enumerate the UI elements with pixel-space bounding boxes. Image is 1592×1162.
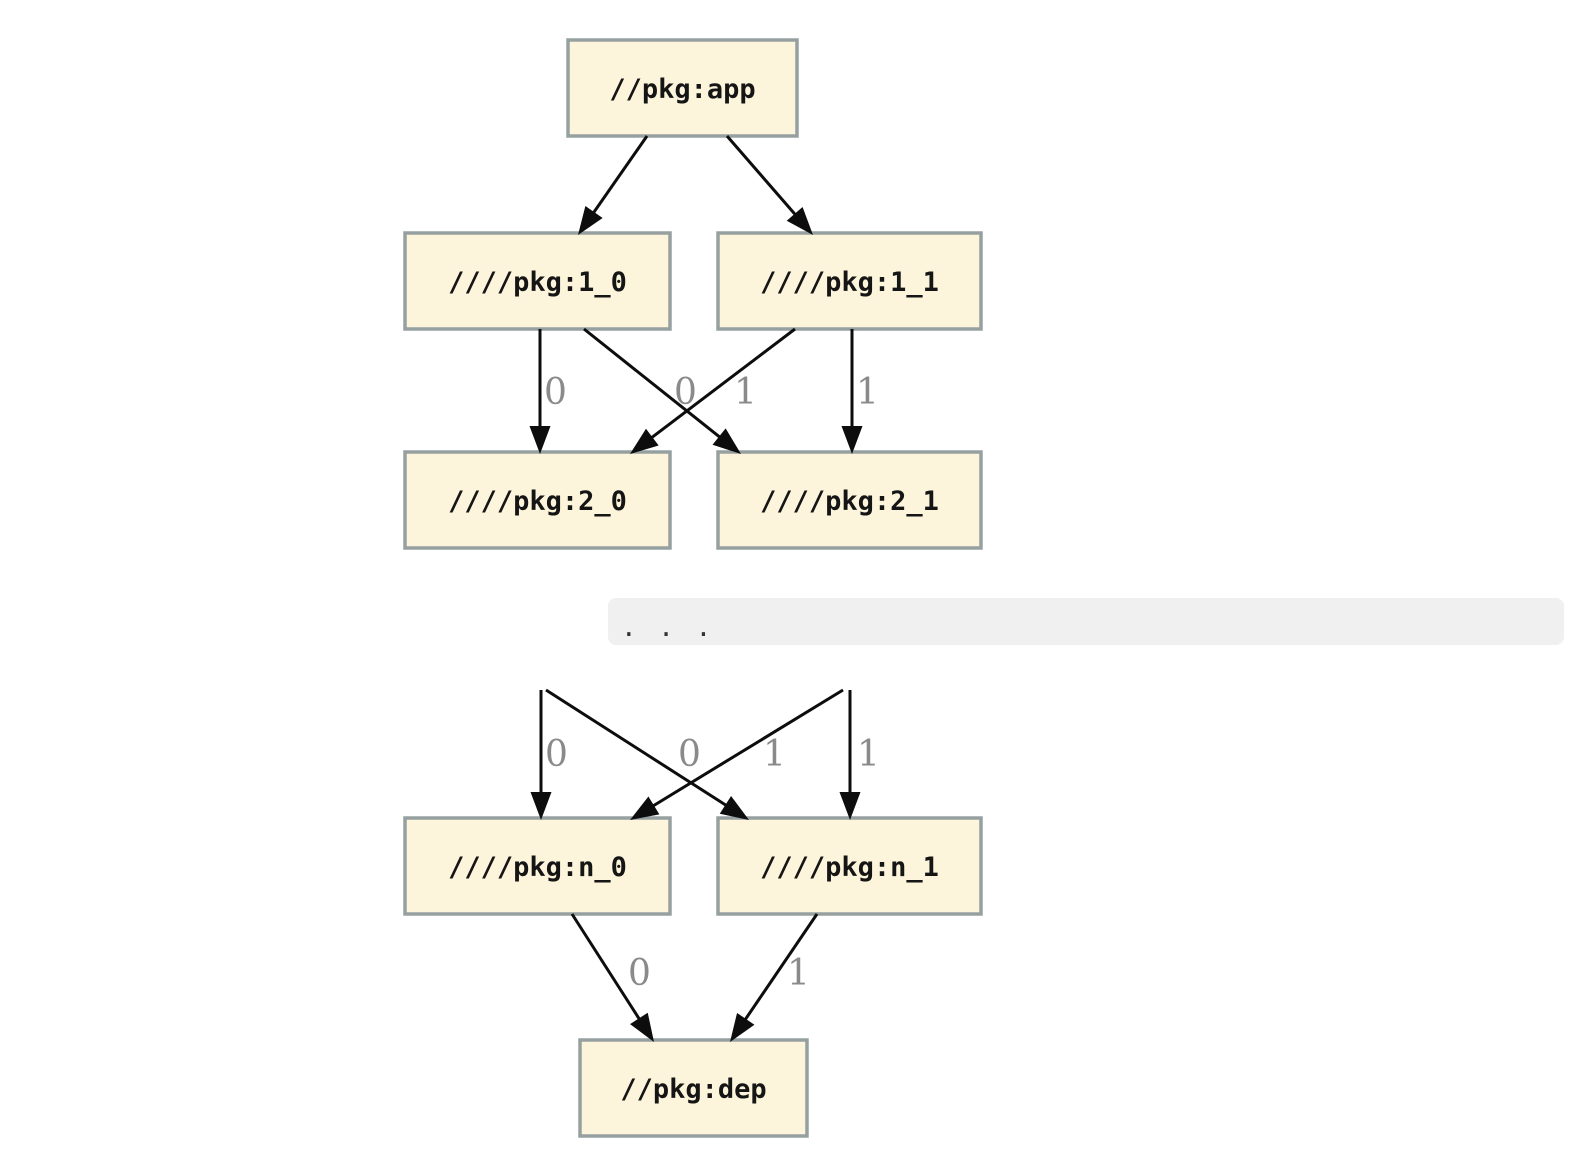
edge-1_1-to-2_1-arrowhead-icon	[841, 426, 863, 454]
edge-n-1_0-to-n_0-arrowhead-icon	[530, 792, 552, 820]
edge-n-1_0-to-n_1-label: 0	[678, 734, 701, 775]
edge-n-1_1-to-n_0-arrowhead-icon	[630, 796, 660, 820]
edge-n-1_0-to-n_0-label: 0	[545, 734, 568, 775]
graph-node-app: //pkg:app	[566, 38, 799, 138]
edge-n_0-to-dep-arrowhead-icon	[630, 1012, 654, 1042]
node-1_0-box	[403, 231, 672, 331]
edge-1_0-to-2_1-label: 0	[674, 372, 697, 413]
graph-node-2_0: ////pkg:2_0	[403, 450, 672, 550]
graph-node-n_1: ////pkg:n_1	[716, 816, 983, 916]
node-n_1-box	[716, 816, 983, 916]
edge-1_1-to-2_1-label: 1	[856, 372, 879, 413]
node-2_0-label: ////pkg:2_0	[448, 486, 627, 517]
node-1_1-label: ////pkg:1_1	[760, 267, 939, 298]
edge-n_0-to-dep-label: 0	[628, 953, 651, 994]
edge-1_0-to-2_1	[583, 327, 723, 440]
edge-n_0-to-dep	[570, 913, 642, 1022]
graph-node-1_0: ////pkg:1_0	[403, 231, 672, 331]
node-2_1-label: ////pkg:2_1	[760, 486, 939, 517]
graph-node-dep: //pkg:dep	[578, 1038, 809, 1138]
node-1_1-box	[716, 231, 983, 331]
edge-app-to-1_0	[591, 135, 649, 216]
edge-n-1_1-to-n_1-arrowhead-icon	[839, 792, 861, 820]
edge-1_0-to-2_0-label: 0	[544, 372, 567, 413]
node-2_1-box	[716, 450, 983, 550]
edge-1_0-to-2_1-arrowhead-icon	[712, 428, 741, 454]
node-n_0-label: ////pkg:n_0	[448, 852, 627, 883]
edge-1_1-to-2_0	[649, 327, 796, 441]
graph-node-2_1: ////pkg:2_1	[716, 450, 983, 550]
edge-n-1_1-to-n_0	[650, 688, 844, 809]
node-dep-label: //pkg:dep	[620, 1074, 766, 1105]
edge-n-1_1-to-n_0-label: 1	[763, 734, 786, 775]
edge-app-to-1_0-arrowhead-icon	[578, 206, 603, 235]
node-app-label: //pkg:app	[609, 74, 755, 105]
graph-node-1_1: ////pkg:1_1	[716, 231, 983, 331]
ellipsis-band	[608, 598, 1564, 645]
node-1_0-label: ////pkg:1_0	[448, 267, 627, 298]
ellipsis-text: . . .	[621, 613, 714, 643]
node-n_1-label: ////pkg:n_1	[760, 852, 939, 883]
edge-app-to-1_1	[725, 135, 798, 218]
node-dep-box	[578, 1038, 809, 1138]
graph-node-n_0: ////pkg:n_0	[403, 816, 672, 916]
edge-1_1-to-2_0-label: 1	[734, 372, 757, 413]
edge-1_0-to-2_0-arrowhead-icon	[529, 426, 551, 454]
node-n_0-box	[403, 816, 672, 916]
edge-n-1_1-to-n_1-label: 1	[857, 734, 880, 775]
edge-n_1-to-dep-label: 1	[787, 953, 810, 994]
edge-1_1-to-2_0-arrowhead-icon	[630, 428, 659, 454]
edge-n_1-to-dep	[742, 913, 819, 1023]
edge-n-1_0-to-n_1	[545, 688, 729, 808]
edge-n_1-to-dep-arrowhead-icon	[730, 1012, 755, 1042]
edge-app-to-1_1-arrowhead-icon	[786, 206, 813, 235]
node-2_0-box	[403, 450, 672, 550]
edge-n-1_0-to-n_1-arrowhead-icon	[719, 796, 749, 820]
node-app-box	[566, 38, 799, 138]
